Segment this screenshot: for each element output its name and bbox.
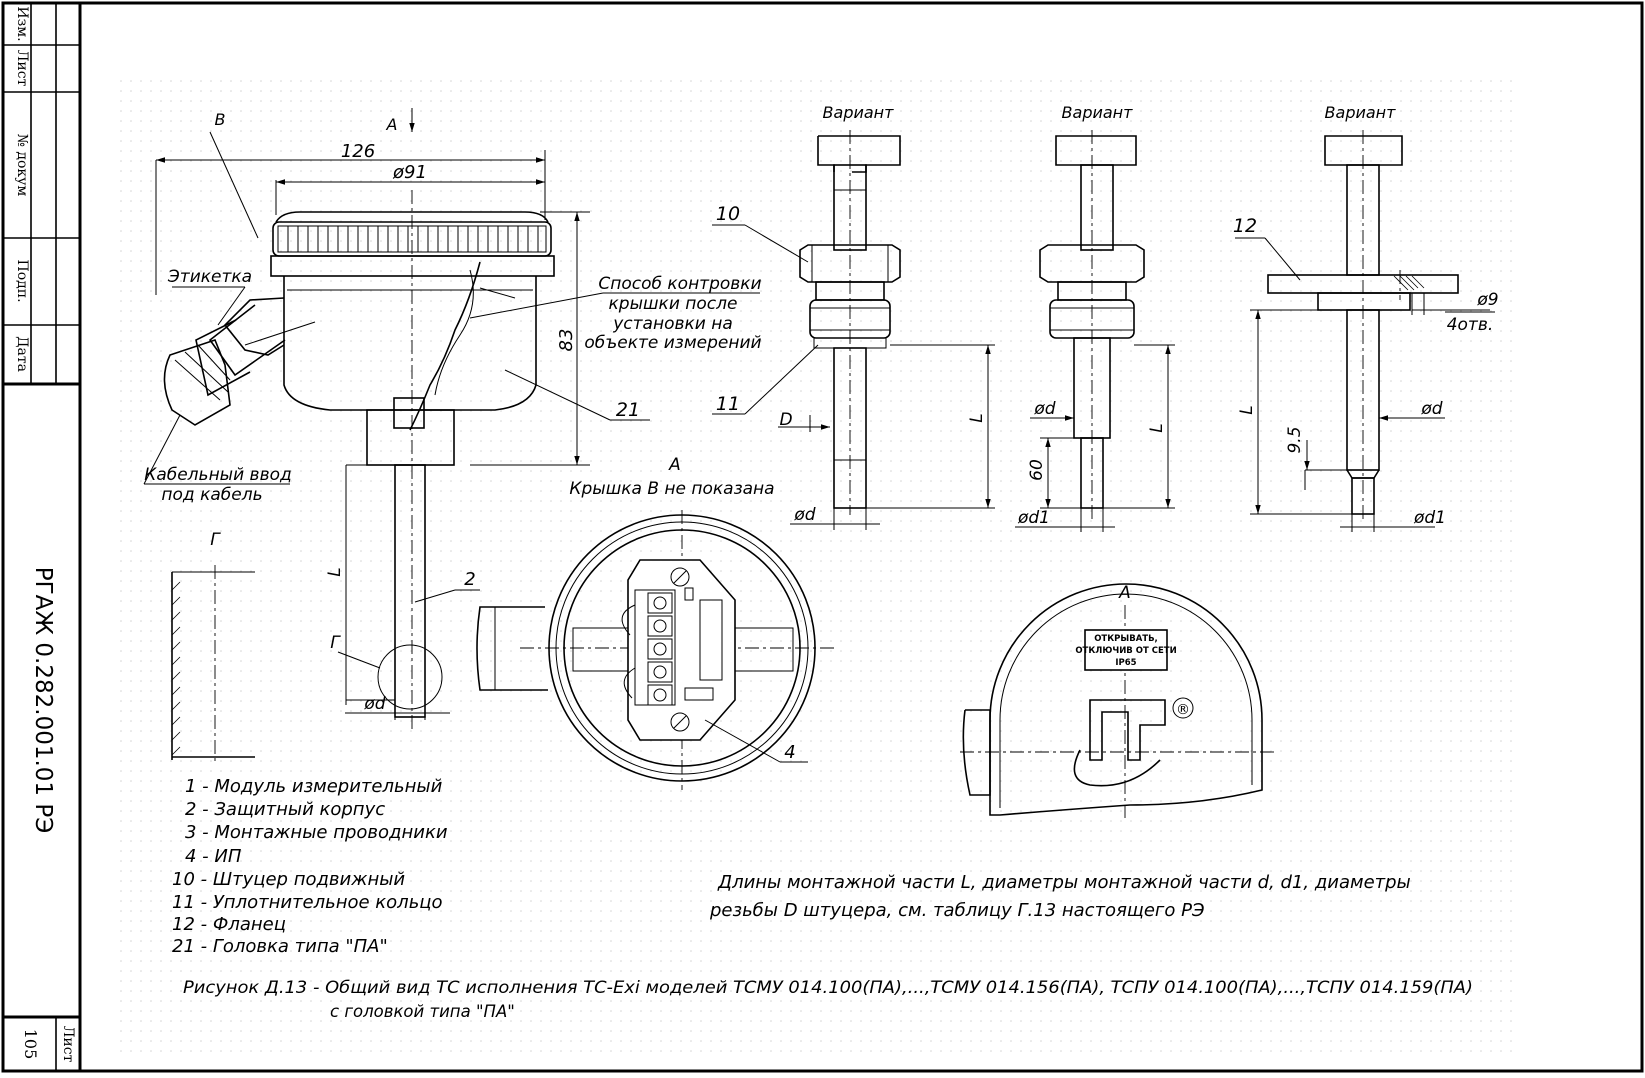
revision-block: Изм. Лист № докум Подп. Дата РГАЖ 0.282.… bbox=[14, 6, 76, 1062]
dim-phi-d-v1: ød bbox=[793, 505, 815, 525]
pos-4: 4 bbox=[784, 742, 795, 763]
dim-phi-d-v2: ød bbox=[1033, 399, 1055, 419]
variant-fitting-view: Вариант 10 11 D L ød bbox=[712, 103, 995, 530]
note: Длины монтажной части L, диаметры монтаж… bbox=[709, 872, 1411, 921]
variant-label-2: Вариант bbox=[1062, 103, 1134, 122]
rev-label-doc: № докум bbox=[14, 134, 30, 197]
legend-item-1: 1 - Модуль измерительный bbox=[185, 776, 443, 797]
cover-plate-line-1: ОТКРЫВАТЬ, bbox=[1094, 634, 1158, 644]
section-g-main: Г bbox=[330, 633, 341, 653]
pos-21: 21 bbox=[616, 399, 640, 421]
note-line-2: резьбы D штуцера, см. таблицу Г.13 насто… bbox=[709, 900, 1205, 921]
pos-12: 12 bbox=[1233, 215, 1257, 237]
rev-label-izm: Изм. bbox=[14, 6, 30, 41]
note-line-1: Длины монтажной части L, диаметры монтаж… bbox=[717, 872, 1411, 893]
cover-view-label: А bbox=[1118, 583, 1131, 603]
cover-view: А ОТКРЫВАТЬ, ОТКЛЮЧИВ ОТ СЕТИ IP65 ® bbox=[960, 583, 1275, 818]
dim-60: 60 bbox=[1027, 459, 1047, 481]
label-cable-2: под кабель bbox=[161, 485, 262, 505]
legend-item-10: 10 - Штуцер подвижный bbox=[172, 869, 405, 890]
legend-item-12: 12 - Фланец bbox=[172, 914, 286, 935]
legend-item-21: 21 - Головка типа "ПА" bbox=[172, 936, 388, 957]
label-etiketka: Этикетка bbox=[167, 267, 252, 287]
pos-10: 10 bbox=[716, 203, 740, 225]
dim-phi-d1-v3: ød1 bbox=[1413, 508, 1446, 528]
rev-label-list: Лист bbox=[14, 50, 30, 87]
label-kontrovka-3: установки на bbox=[612, 314, 733, 334]
dim-9-5: 9.5 bbox=[1285, 426, 1305, 453]
head-side-view bbox=[163, 190, 555, 730]
variant-stepped-fitting-view: Вариант L ød 60 ød1 bbox=[1015, 103, 1175, 532]
dim-L-v3: L bbox=[1237, 405, 1257, 414]
caption-line-1: Рисунок Д.13 - Общий вид ТС исполнения Т… bbox=[183, 978, 1473, 997]
legend-item-2: 2 - Защитный корпус bbox=[185, 799, 385, 820]
head-dimensions: 126 ø91 83 А В L ød bbox=[155, 108, 590, 720]
registered-mark: ® bbox=[1176, 702, 1190, 718]
dim-phi-d-main: ød bbox=[363, 694, 385, 714]
label-cable-1: Кабельный ввод bbox=[144, 465, 292, 485]
label-kontrovka-4: объекте измерений bbox=[584, 333, 761, 353]
figure-caption: Рисунок Д.13 - Общий вид ТС исполнения Т… bbox=[183, 978, 1473, 1021]
caption-line-2: с головкой типа "ПА" bbox=[330, 1002, 515, 1021]
legend: 1 - Модуль измерительный 2 - Защитный ко… bbox=[172, 776, 448, 957]
top-view-open: А Крышка В не показана 4 bbox=[476, 455, 835, 790]
legend-item-11: 11 - Уплотнительное кольцо bbox=[172, 892, 443, 913]
section-g-label: Г bbox=[210, 530, 221, 550]
detail-g-section: Г bbox=[171, 530, 255, 765]
dim-L-v1: L bbox=[967, 413, 987, 422]
variant-label-3: Вариант bbox=[1325, 103, 1397, 122]
label-kontrovka-2: крышки после bbox=[609, 294, 738, 314]
cover-plate-line-2: ОТКЛЮЧИВ ОТ СЕТИ bbox=[1075, 646, 1176, 656]
dim-phi-d-v3: ød bbox=[1420, 399, 1442, 419]
variant-label-1: Вариант bbox=[823, 103, 895, 122]
cover-plate-line-3: IP65 bbox=[1115, 658, 1136, 668]
legend-item-4: 4 - ИП bbox=[185, 846, 242, 867]
view-a-arrow-label: А bbox=[386, 115, 398, 134]
dim-holes: 4отв. bbox=[1447, 315, 1494, 335]
pos-2: 2 bbox=[464, 569, 475, 590]
rev-label-sign: Подп. bbox=[14, 259, 30, 302]
dim-phi9: ø9 bbox=[1476, 290, 1498, 310]
dim-83: 83 bbox=[556, 329, 577, 352]
rev-label-date: Дата bbox=[14, 336, 30, 372]
dim-L-main: L bbox=[325, 567, 345, 576]
legend-item-3: 3 - Монтажные проводники bbox=[185, 822, 448, 843]
view-a-label: А bbox=[668, 455, 681, 475]
cover-not-shown: Крышка В не показана bbox=[569, 479, 774, 499]
dim-L-v2: L bbox=[1147, 423, 1167, 432]
view-b-label: В bbox=[215, 110, 226, 129]
dim-d91: ø91 bbox=[392, 162, 427, 183]
sheet-label: Лист bbox=[60, 1026, 76, 1063]
dim-126: 126 bbox=[341, 141, 375, 162]
dim-phi-d1-v2: ød1 bbox=[1017, 508, 1050, 528]
document-code: РГАЖ 0.282.001.01 РЭ bbox=[30, 567, 56, 834]
variant-flange-view: Вариант 12 ø9 4отв. L 9.5 ød bbox=[1233, 103, 1499, 532]
dim-D: D bbox=[779, 410, 792, 430]
sheet-number: 105 bbox=[21, 1029, 40, 1060]
head-labels: Этикетка Способ контровки крышки после у… bbox=[143, 267, 762, 669]
dotted-background bbox=[118, 72, 1518, 1052]
label-kontrovka-1: Способ контровки bbox=[598, 274, 761, 294]
pos-11: 11 bbox=[716, 393, 740, 415]
